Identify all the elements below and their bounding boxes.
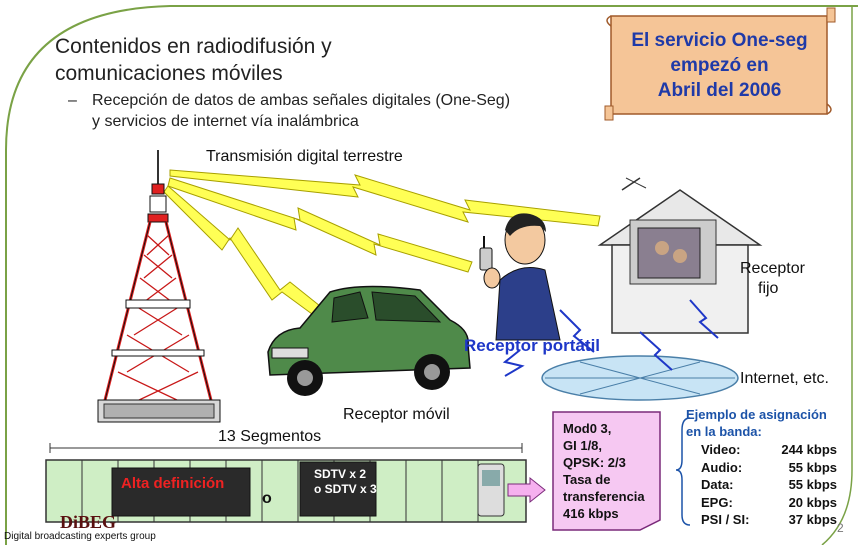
receptor-fijo-label-1: Receptor [740, 260, 805, 277]
transmission-beams [163, 169, 601, 315]
page-number: 2 [837, 521, 844, 535]
band-row: PSI / SI: 37 kbps [701, 511, 837, 529]
wireless-arrows [502, 299, 719, 377]
band-value: 55 kbps [788, 459, 837, 475]
scroll-line-1: El servicio One-seg [631, 30, 808, 51]
band-key: Video: [701, 442, 741, 457]
modulation-line: Tasa de [563, 472, 611, 487]
band-value: 55 kbps [788, 477, 837, 492]
title-line-2: comunicaciones móviles [55, 62, 283, 85]
dibeg-logo: DiBEG [60, 512, 116, 532]
band-title-line-2: en la banda: [686, 424, 762, 439]
footer-org: Digital broadcasting experts group [4, 531, 156, 542]
person-with-phone-icon [479, 213, 561, 341]
modulation-line: Mod0 3, [563, 421, 612, 436]
modulation-text: Mod0 3, GI 1/8, QPSK: 2/3 Tasa de transf… [563, 420, 655, 522]
band-key: EPG: [701, 494, 733, 510]
scroll-line-2: empezó en [670, 55, 769, 76]
internet-label: Internet, etc. [740, 370, 829, 387]
band-title-line-1: Ejemplo de asignación [686, 407, 827, 422]
receptor-movil-label: Receptor móvil [343, 406, 450, 423]
modulation-box [552, 411, 661, 531]
broadcast-tower [97, 150, 221, 423]
car-icon [267, 285, 471, 396]
receptor-fijo-label-2: fijo [758, 280, 779, 297]
modulation-line: QPSK: 2/3 [563, 455, 626, 470]
transmision-label: Transmisión digital terrestre [206, 148, 403, 165]
o-label: o [262, 490, 272, 507]
scroll-banner [604, 7, 836, 121]
band-key: Audio: [701, 459, 743, 475]
receptor-portatil-label: Receptor portátil [464, 336, 601, 355]
house-with-tv-icon [597, 177, 763, 334]
band-row: EPG: 20 kbps [701, 494, 837, 512]
band-bracket [675, 417, 691, 526]
sdtv-line-2: o SDTV x 3 [314, 482, 377, 496]
arrow-to-modulation [507, 476, 546, 504]
band-key: Data: [701, 477, 734, 492]
alta-definicion-label: Alta definición [121, 475, 225, 492]
band-title: Ejemplo de asignación en la banda: [686, 406, 856, 440]
slide-title: Contenidos en radiodifusión y comunicaci… [55, 33, 525, 87]
band-table: Video: 244 kbps Audio: 55 kbps Data: 55 kbp… [701, 441, 837, 529]
band-value: 20 kbps [788, 494, 837, 510]
title-line-1: Contenidos en radiodifusión y [55, 35, 332, 58]
bullet-line-1: Recepción de datos de ambas señales digi… [92, 92, 511, 109]
band-value: 244 kbps [781, 442, 837, 457]
band-value: 37 kbps [788, 512, 837, 527]
modulation-line: 416 kbps [563, 506, 619, 521]
band-row: Audio: 55 kbps [701, 459, 837, 477]
band-row: Data: 55 kbps [701, 476, 837, 494]
internet-ellipse [541, 355, 739, 401]
sdtv-label: SDTV x 2 o SDTV x 3 [314, 467, 377, 497]
band-key: PSI / SI: [701, 512, 750, 527]
scroll-line-3: Abril del 2006 [657, 80, 782, 101]
bullet-line-2: y servicios de internet vía inalámbrica [92, 113, 359, 130]
sdtv-line-1: SDTV x 2 [314, 467, 367, 481]
modulation-line: transferencia [563, 489, 645, 504]
segmentos-label: 13 Segmentos [218, 428, 322, 445]
scroll-text: El servicio One-seg empezó en Abril del … [622, 28, 817, 103]
modulation-line: GI 1/8, [563, 438, 603, 453]
bullet-dash: – [68, 92, 77, 109]
band-row: Video: 244 kbps [701, 441, 837, 459]
segment-strip [45, 443, 527, 523]
